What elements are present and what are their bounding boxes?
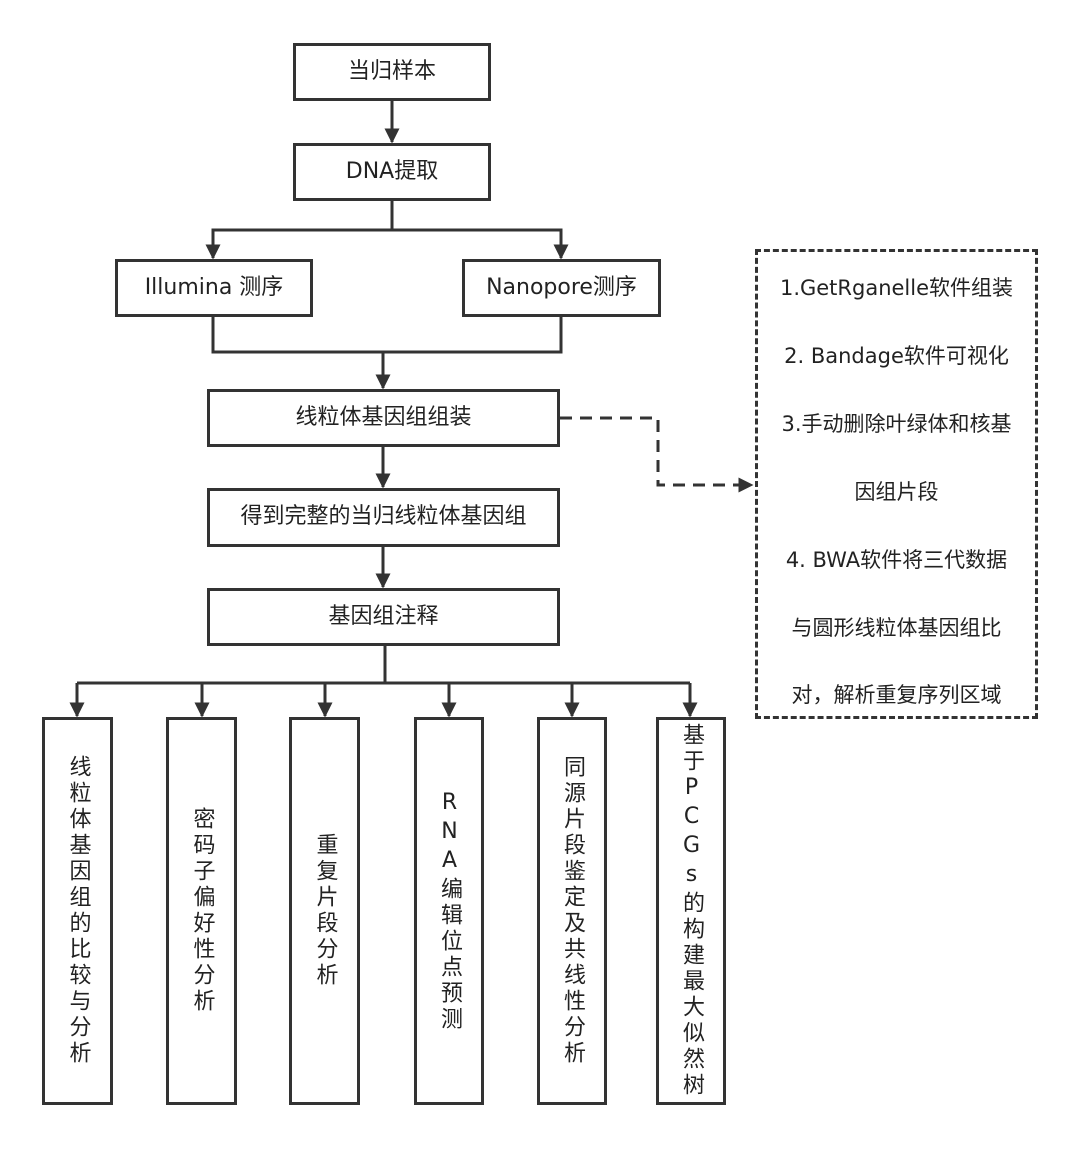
analysis-box-2: 密码子偏好性分析 (166, 717, 237, 1105)
analysis-box-6: 基于PCGs的构建最大似然树 (656, 717, 726, 1105)
analysis-label-1: 线粒体基因组的比较与分析 (65, 755, 91, 1067)
node-illumina-label: Illumina 测序 (144, 274, 284, 300)
node-sample-label: 当归样本 (347, 58, 436, 84)
method-notes-box: 1.GetRganelle软件组装 2. Bandage软件可视化 3.手动删除… (755, 249, 1038, 719)
dashed-link-assembly-to-notes (560, 416, 754, 493)
node-nanopore: Nanopore测序 (462, 259, 661, 317)
note-line-1: 1.GetRganelle软件组装 (779, 276, 1014, 300)
node-nanopore-label: Nanopore测序 (486, 274, 637, 300)
node-assembly: 线粒体基因组组装 (207, 389, 560, 447)
note-line-7: 对，解析重复序列区域 (791, 683, 1002, 707)
connector-dna-split-right (392, 228, 569, 260)
node-sample: 当归样本 (293, 43, 491, 101)
node-dna-extraction: DNA提取 (293, 143, 491, 201)
analysis-label-3: 重复片段分析 (312, 833, 338, 989)
analysis-box-5: 同源片段鉴定及共线性分析 (537, 717, 607, 1105)
analysis-label-2: 密码子偏好性分析 (189, 807, 215, 1015)
node-complete-genome-label: 得到完整的当归线粒体基因组 (240, 504, 527, 530)
node-complete-genome: 得到完整的当归线粒体基因组 (207, 488, 560, 547)
analysis-box-4: RNA编辑位点预测 (414, 717, 484, 1105)
analysis-label-6: 基于PCGs的构建最大似然树 (679, 723, 704, 1099)
analysis-box-3: 重复片段分析 (289, 717, 360, 1105)
note-line-6: 与圆形线粒体基因组比 (791, 616, 1002, 640)
note-line-2: 2. Bandage软件可视化 (784, 344, 1009, 368)
note-line-4: 因组片段 (854, 480, 939, 504)
connector-merge (211, 317, 563, 354)
node-assembly-label: 线粒体基因组组装 (295, 404, 472, 430)
analysis-label-5: 同源片段鉴定及共线性分析 (560, 755, 585, 1067)
connector-dna-split (205, 201, 394, 260)
node-illumina: Illumina 测序 (115, 259, 313, 317)
analysis-label-4: RNA编辑位点预测 (437, 789, 462, 1033)
note-line-5: 4. BWA软件将三代数据 (785, 548, 1008, 572)
note-line-3: 3.手动删除叶绿体和核基 (781, 412, 1012, 436)
node-dna-extraction-label: DNA提取 (345, 158, 439, 184)
analysis-box-1: 线粒体基因组的比较与分析 (42, 717, 113, 1105)
node-annotation-label: 基因组注释 (328, 603, 439, 629)
node-annotation: 基因组注释 (207, 588, 560, 646)
